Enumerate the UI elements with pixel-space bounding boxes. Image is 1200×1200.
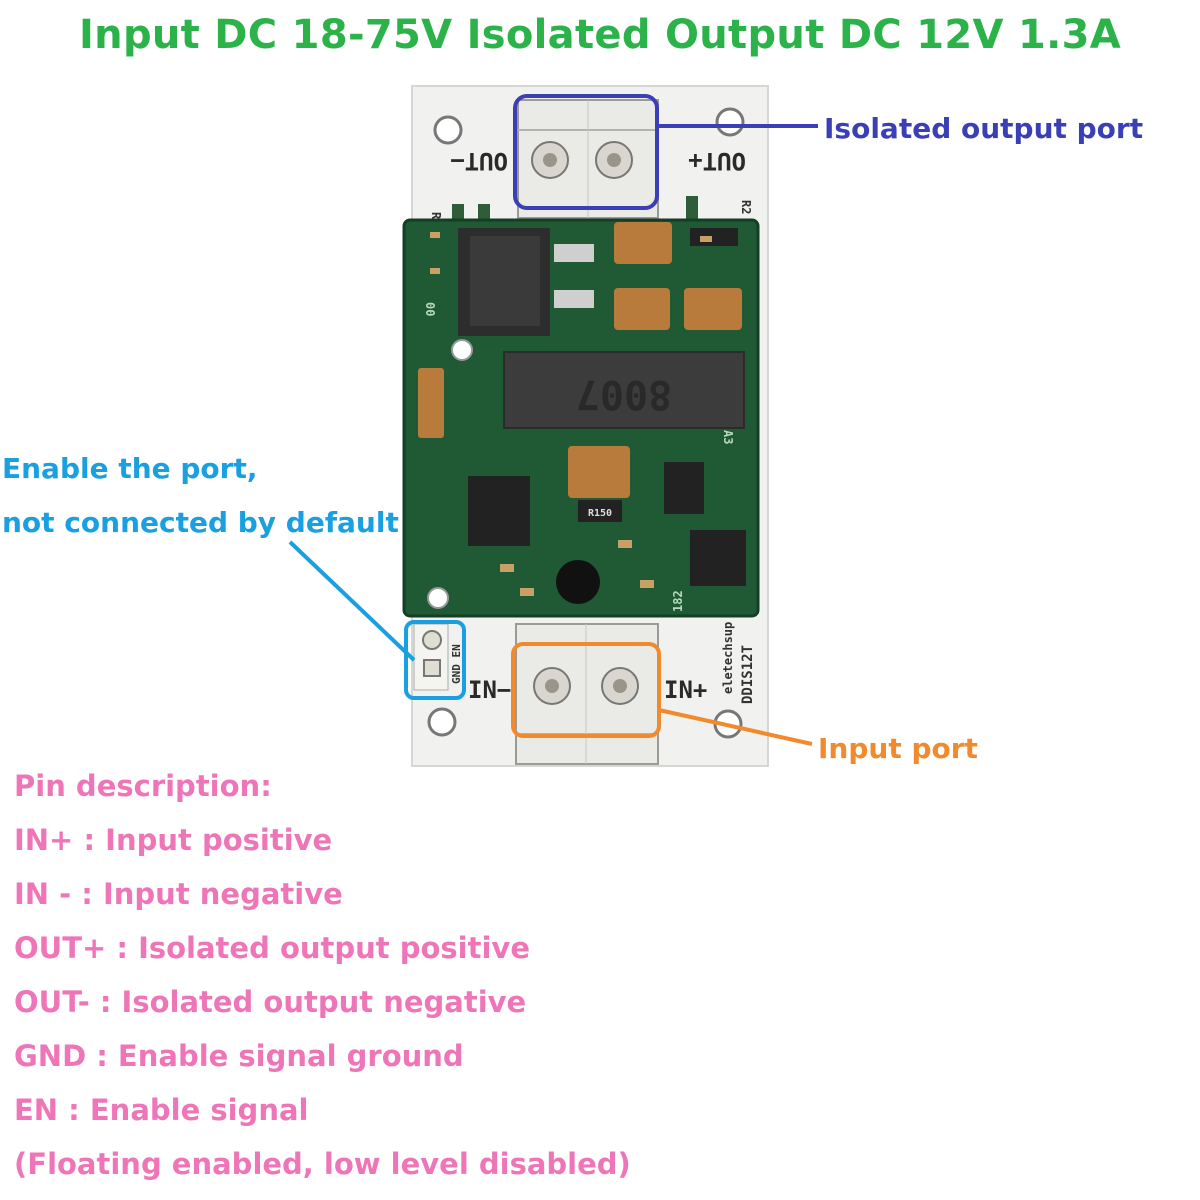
module-code: 8007 (576, 371, 672, 417)
resistor-label: R150 (588, 508, 612, 519)
model-label: DDIS12T (740, 645, 756, 704)
pin-description-heading: Pin description: (14, 769, 272, 803)
out-minus-label: OUT− (450, 147, 508, 175)
output-port-highlight (513, 94, 659, 210)
page-title: Input DC 18-75V Isolated Output DC 12V 1… (78, 12, 1121, 58)
input-terminal-block (515, 623, 659, 765)
pin-gnd: GND : Enable signal ground (14, 1039, 464, 1073)
gnd-en-label: GND EN (450, 644, 463, 684)
pin-en-note: (Floating enabled, low level disabled) (14, 1147, 631, 1181)
pin-in-plus: IN+ : Input positive (14, 823, 333, 857)
enable-port-callout-line1: Enable the port, (2, 452, 258, 485)
c1-label: 00 (423, 302, 437, 316)
pin-out-minus: OUT- : Isolated output negative (14, 985, 527, 1019)
pin-out-plus: OUT+ : Isolated output positive (14, 931, 530, 965)
in-minus-label: IN− (468, 676, 511, 704)
pin-en: EN : Enable signal (14, 1093, 309, 1127)
isolated-output-port-callout: Isolated output port (824, 112, 1144, 145)
enable-header (413, 623, 449, 691)
input-port-highlight (511, 642, 661, 738)
a3-label: A3 (721, 430, 735, 444)
pin-description: Pin description: IN+ : Input positive IN… (14, 768, 631, 1200)
in-plus-label: IN+ (664, 676, 707, 704)
output-terminal-block (517, 99, 659, 219)
enable-port-highlight (404, 620, 466, 700)
out-plus-label: OUT+ (688, 147, 746, 175)
pin-in-minus: IN - : Input negative (14, 877, 343, 911)
r2-label: R2 (739, 200, 753, 214)
enable-port-callout-line2: not connected by default (2, 506, 399, 539)
brand-label: eletechsup (721, 622, 735, 694)
r182-label: 182 (671, 590, 685, 612)
input-port-callout: Input port (818, 732, 978, 765)
